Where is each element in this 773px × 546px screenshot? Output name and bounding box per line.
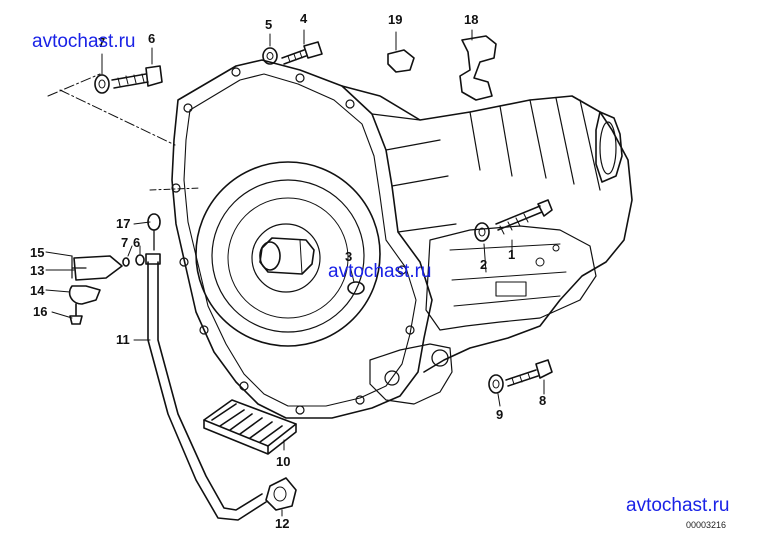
callout-19: 19 bbox=[388, 12, 403, 27]
input-shaft bbox=[259, 237, 315, 275]
torque-converter-ring bbox=[227, 197, 349, 319]
alignment-line bbox=[149, 187, 201, 191]
callout-9: 9 bbox=[496, 407, 504, 422]
watermark-bottom-right: avtochast.ru bbox=[626, 495, 730, 516]
oil-pan bbox=[369, 343, 453, 405]
torque-converter-outer bbox=[195, 161, 381, 347]
bell-housing-flange bbox=[171, 59, 433, 419]
callout-4: 4 bbox=[300, 11, 308, 26]
callout-7-top: 7 bbox=[98, 35, 106, 50]
bolt-16 bbox=[69, 303, 83, 325]
callout-6-top: 6 bbox=[148, 31, 156, 46]
washer-5 bbox=[262, 47, 278, 65]
bell-housing-inner-rim bbox=[183, 73, 417, 407]
union-nut-12 bbox=[265, 477, 297, 511]
bolt-8 bbox=[505, 369, 539, 387]
callout-11: 11 bbox=[116, 332, 130, 347]
gearbox-ribs bbox=[371, 97, 601, 233]
gearbox-side-panel bbox=[425, 225, 597, 331]
callout-18: 18 bbox=[464, 12, 479, 27]
bracket-13 bbox=[73, 255, 123, 281]
callout-16: 16 bbox=[33, 304, 48, 319]
washer-6b bbox=[135, 254, 145, 266]
callout-12: 12 bbox=[275, 516, 290, 531]
housing-bolt-bosses bbox=[171, 67, 415, 415]
alignment-line bbox=[47, 73, 176, 146]
clamp-14 bbox=[68, 285, 101, 305]
clip-19 bbox=[387, 49, 415, 73]
tube-cap bbox=[145, 253, 161, 265]
callout-10: 10 bbox=[276, 454, 291, 469]
torque-converter-ring bbox=[211, 179, 365, 333]
callout-5: 5 bbox=[265, 17, 273, 32]
bolt-6-top-head bbox=[145, 65, 163, 87]
clip-18 bbox=[459, 35, 497, 101]
callout-17: 17 bbox=[116, 216, 131, 231]
callout-14: 14 bbox=[30, 283, 45, 298]
callout-15: 15 bbox=[30, 245, 45, 260]
washer-9 bbox=[488, 374, 504, 394]
selector-plate bbox=[495, 281, 527, 297]
callout-13: 13 bbox=[30, 263, 45, 278]
watermark-center: avtochast.ru bbox=[328, 261, 432, 282]
leader-lines bbox=[45, 29, 545, 517]
watermark-top-left: avtochast.ru bbox=[32, 31, 136, 52]
washer-2 bbox=[474, 222, 490, 242]
washer-3 bbox=[347, 281, 365, 295]
callout-7-side: 7 bbox=[121, 235, 129, 250]
bolt-4-head bbox=[303, 41, 323, 59]
output-flange bbox=[595, 111, 623, 183]
torque-converter-hub-ring bbox=[251, 223, 321, 293]
callout-6-side: 6 bbox=[133, 235, 141, 250]
bolt-1 bbox=[495, 205, 543, 231]
oil-filter-10 bbox=[203, 399, 297, 447]
bolt-6-top bbox=[111, 73, 149, 89]
bolt-8-head bbox=[535, 359, 553, 379]
bolt-1-head bbox=[537, 199, 553, 217]
drain-plug bbox=[431, 349, 449, 367]
callout-2: 2 bbox=[480, 257, 488, 272]
washer-7-top bbox=[94, 74, 110, 94]
washer-7b bbox=[122, 257, 130, 267]
callout-8: 8 bbox=[539, 393, 547, 408]
bolt-4 bbox=[281, 49, 307, 65]
callout-1: 1 bbox=[508, 247, 516, 262]
input-shaft-end bbox=[259, 241, 281, 271]
diagram-number: 00003216 bbox=[686, 520, 727, 530]
bracket-15 bbox=[71, 255, 87, 279]
callout-3: 3 bbox=[345, 249, 353, 264]
